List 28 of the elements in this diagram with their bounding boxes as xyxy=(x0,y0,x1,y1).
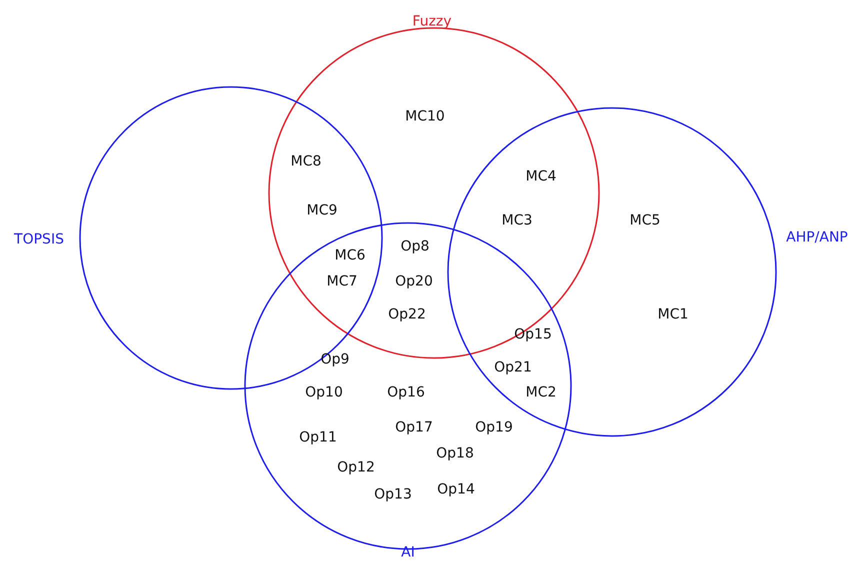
item-label: MC7 xyxy=(326,274,358,290)
item-label: Op16 xyxy=(387,385,425,401)
item-label: Op13 xyxy=(374,487,412,503)
item-label: MC6 xyxy=(334,248,366,264)
item-label: Op12 xyxy=(337,460,375,476)
item-label: Op17 xyxy=(395,420,433,436)
item-label: Op20 xyxy=(395,274,433,290)
item-label: Op22 xyxy=(388,307,426,323)
item-label: Op15 xyxy=(514,327,552,343)
item-label: Op19 xyxy=(475,420,513,436)
item-label: Op21 xyxy=(494,360,532,376)
set-title: AHP/ANP xyxy=(786,230,848,246)
item-label: Op9 xyxy=(320,352,350,368)
item-label: Op10 xyxy=(305,385,343,401)
item-label: MC2 xyxy=(526,385,556,401)
set-title: Fuzzy xyxy=(412,14,452,30)
item-label: MC4 xyxy=(526,169,556,185)
set-title: TOPSIS xyxy=(14,232,64,248)
item-label: Op8 xyxy=(400,239,430,255)
item-label: Op18 xyxy=(436,446,474,462)
item-label: MC8 xyxy=(290,154,322,170)
item-label: MC5 xyxy=(630,213,660,229)
item-label: Op14 xyxy=(437,482,475,498)
item-label: MC3 xyxy=(502,213,532,229)
item-label: MC1 xyxy=(658,307,688,323)
item-label: MC9 xyxy=(306,203,338,219)
item-label: Op11 xyxy=(299,430,337,446)
item-label: MC10 xyxy=(405,109,445,125)
